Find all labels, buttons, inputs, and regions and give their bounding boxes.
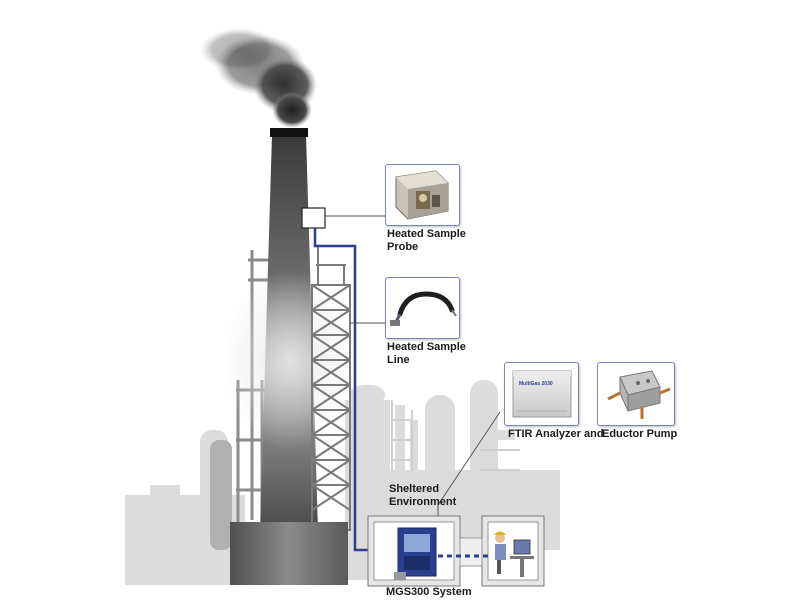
operator-icon	[494, 531, 534, 577]
ftir-analyzer-label: FTIR Analyzer and	[508, 428, 604, 440]
sheltered-environment-label: Sheltered Environment	[389, 483, 456, 509]
line-label-line2: Line	[387, 354, 410, 366]
chimney-rim	[270, 128, 308, 137]
smoke-plume-icon	[200, 28, 317, 128]
stack-base	[230, 522, 348, 585]
eductor-pump-icon	[607, 370, 671, 419]
ftir-analyzer-photo: MultiGas 2030	[504, 362, 579, 426]
probe-label-line1: Heated Sample	[387, 228, 466, 240]
eductor-pump-label: Eductor Pump	[602, 428, 678, 440]
analyzer-badge: MultiGas 2030	[519, 381, 553, 387]
sample-port	[301, 207, 326, 229]
probe-label-line2: Probe	[387, 241, 419, 253]
sample-line-icon	[390, 291, 457, 326]
sample-line-photo	[385, 277, 460, 339]
eductor-pump-photo	[597, 362, 675, 426]
background-scaffold	[391, 400, 520, 471]
line-label-line1: Heated Sample	[387, 341, 466, 353]
heated-sample-line-label: Heated Sample Line	[387, 341, 466, 367]
mgs300-system-label: MGS300 System	[386, 586, 472, 598]
heated-probe-icon	[395, 170, 449, 220]
heated-probe-photo	[385, 164, 460, 226]
shelter-label-line2: Environment	[389, 496, 457, 508]
heated-sample-probe-label: Heated Sample Probe	[387, 228, 466, 254]
left-tank	[210, 440, 232, 550]
stack-glow	[220, 270, 360, 450]
ftir-analyzer-icon: MultiGas 2030	[512, 370, 572, 418]
shelter-label-line1: Sheltered	[389, 483, 440, 495]
analyzer-cabinet-icon	[394, 527, 437, 580]
